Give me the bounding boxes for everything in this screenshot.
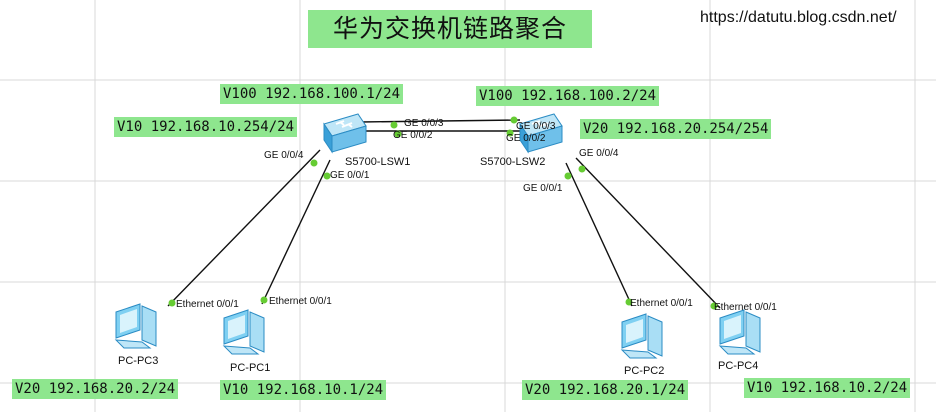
- port-label: Ethernet 0/0/1: [714, 302, 777, 313]
- lsw1-vlan10-label: V10 192.168.10.254/24: [114, 117, 298, 137]
- pc-icon[interactable]: [716, 308, 766, 358]
- pc-name-pc3: PC-PC3: [118, 355, 159, 367]
- port-label: GE 0/0/1: [523, 183, 563, 194]
- port-label: GE 0/0/4: [579, 148, 619, 159]
- link-endpoint: [710, 302, 718, 310]
- switch-name-lsw2: S5700-LSW2: [480, 156, 546, 168]
- port-label: Ethernet 0/0/1: [269, 296, 332, 307]
- pc4-ip-label: V10 192.168.10.2/24: [744, 378, 911, 398]
- port-label: GE 0/0/3: [516, 121, 556, 132]
- link-endpoint: [310, 159, 318, 167]
- pc-icon[interactable]: [112, 302, 162, 352]
- lsw2-vlan20-label: V20 192.168.20.254/254: [580, 119, 772, 139]
- blog-url: https://datutu.blog.csdn.net/: [700, 9, 897, 26]
- lsw2-vlan100-label: V100 192.168.100.2/24: [476, 86, 660, 106]
- port-label: Ethernet 0/0/1: [176, 299, 239, 310]
- port-label: GE 0/0/1: [330, 170, 370, 181]
- pc-icon[interactable]: [618, 312, 668, 362]
- link-endpoint: [394, 130, 402, 138]
- link-endpoint: [625, 298, 633, 306]
- port-label: GE 0/0/3: [404, 118, 444, 129]
- link-lsw2-pc2: [565, 162, 633, 307]
- port-label: GE 0/0/2: [393, 130, 433, 141]
- pc2-ip-label: V20 192.168.20.1/24: [522, 380, 689, 400]
- lsw1-vlan100-label: V100 192.168.100.1/24: [220, 84, 404, 104]
- pc-icon[interactable]: [220, 308, 270, 358]
- link-endpoint: [510, 116, 518, 124]
- port-label: GE 0/0/4: [264, 150, 304, 161]
- link-lsw1-pc3: [167, 149, 321, 307]
- link-endpoint: [260, 296, 268, 304]
- switch-name-lsw1: S5700-LSW1: [345, 156, 411, 168]
- pc3-ip-label: V20 192.168.20.2/24: [12, 379, 179, 399]
- switch-icon[interactable]: [514, 110, 564, 156]
- link-lsw2-pc4: [575, 157, 721, 309]
- pc-name-pc1: PC-PC1: [230, 362, 271, 374]
- link-lsw1-pc1: [261, 159, 331, 305]
- port-label: GE 0/0/2: [506, 133, 546, 144]
- switch-icon[interactable]: [318, 110, 368, 156]
- pc1-ip-label: V10 192.168.10.1/24: [220, 380, 387, 400]
- link-endpoint: [390, 121, 398, 129]
- link-endpoint: [564, 172, 572, 180]
- pc-name-pc4: PC-PC4: [718, 360, 759, 372]
- port-label: Ethernet 0/0/1: [630, 298, 693, 309]
- pc-name-pc2: PC-PC2: [624, 365, 665, 377]
- link-endpoint: [168, 299, 176, 307]
- link-lsw1-lsw2-ge003: [359, 119, 521, 123]
- page-title: 华为交换机链路聚合: [308, 10, 592, 48]
- link-endpoint: [323, 172, 331, 180]
- link-endpoint: [578, 165, 586, 173]
- link-endpoint: [506, 129, 514, 137]
